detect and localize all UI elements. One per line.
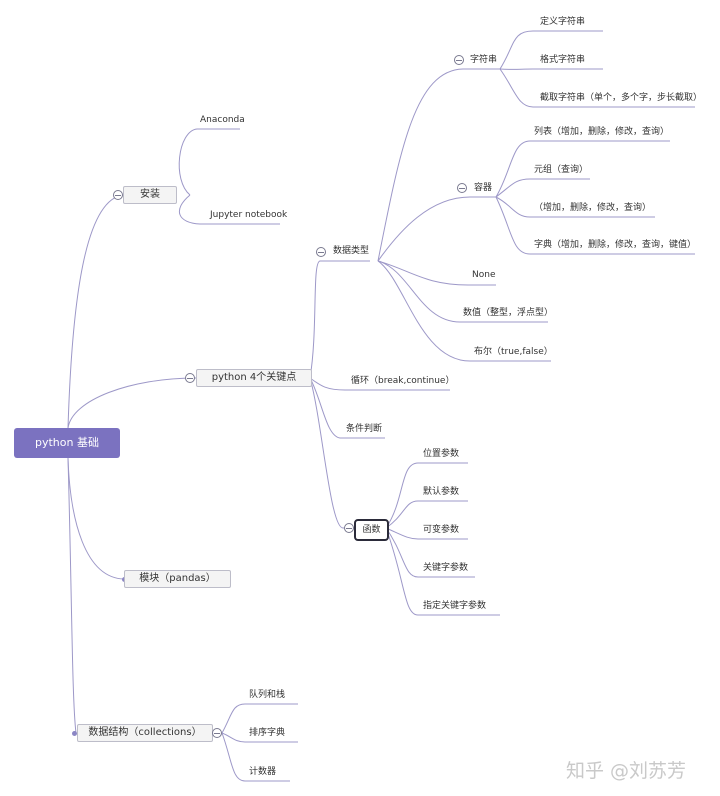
edge-root-module <box>67 457 125 580</box>
watermark: 知乎 @刘苏芳 <box>566 760 687 782</box>
collapse-toggle-icon[interactable] <box>454 55 464 65</box>
node-tuple[interactable]: 元组（查询） <box>534 165 589 175</box>
node-datatypes[interactable]: 数据类型 <box>333 246 370 256</box>
node-string-slice[interactable]: 截取字符串（单个，多个字，步长截取） <box>540 93 703 103</box>
node-default-args[interactable]: 默认参数 <box>423 487 460 497</box>
node-condition[interactable]: 条件判断 <box>346 424 383 434</box>
node-anaconda[interactable]: Anaconda <box>200 115 245 125</box>
root-node[interactable]: python 基础 <box>14 428 120 458</box>
node-positional-args[interactable]: 位置参数 <box>423 449 460 459</box>
node-string-format[interactable]: 格式字符串 <box>540 55 586 65</box>
node-container[interactable]: 容器 <box>474 183 493 193</box>
node-keyword-only-args[interactable]: 指定关键字参数 <box>423 601 487 611</box>
node-collections[interactable]: 数据结构（collections） <box>77 724 213 742</box>
node-keyword-args[interactable]: 关键字参数 <box>423 563 469 573</box>
node-install[interactable]: 安装 <box>123 186 177 204</box>
edge-root-collections <box>67 457 77 734</box>
collapse-toggle-icon[interactable] <box>185 373 195 383</box>
node-module[interactable]: 模块（pandas） <box>124 570 231 588</box>
node-queue-stack[interactable]: 队列和栈 <box>249 690 286 700</box>
node-none[interactable]: None <box>472 270 496 280</box>
node-set[interactable]: （增加，删除，修改，查询） <box>534 203 652 213</box>
collapse-toggle-icon[interactable] <box>344 523 354 533</box>
node-jupyter[interactable]: Jupyter notebook <box>210 210 288 220</box>
edge-root-install <box>67 194 124 429</box>
connector-dot-icon <box>72 731 77 736</box>
node-varargs[interactable]: 可变参数 <box>423 525 460 535</box>
node-string-define[interactable]: 定义字符串 <box>540 17 586 27</box>
node-string[interactable]: 字符串 <box>470 55 498 65</box>
node-list[interactable]: 列表（增加，删除，修改，查询） <box>534 127 670 137</box>
node-keypoints[interactable]: python 4个关键点 <box>196 369 312 387</box>
node-bool[interactable]: 布尔（true,false） <box>474 347 553 357</box>
collapse-toggle-icon[interactable] <box>212 728 222 738</box>
collapse-toggle-icon[interactable] <box>316 247 326 257</box>
node-loop[interactable]: 循环（break,continue） <box>351 376 455 386</box>
collapse-toggle-icon[interactable] <box>113 190 123 200</box>
node-counter[interactable]: 计数器 <box>249 767 277 777</box>
node-number[interactable]: 数值（整型，浮点型） <box>463 308 554 318</box>
node-ordered-dict[interactable]: 排序字典 <box>249 728 286 738</box>
node-dict[interactable]: 字典（增加，删除，修改，查询，键值） <box>534 240 697 250</box>
collapse-toggle-icon[interactable] <box>457 183 467 193</box>
node-function[interactable]: 函数 <box>354 519 389 541</box>
edge-root-keypoints <box>67 377 197 429</box>
